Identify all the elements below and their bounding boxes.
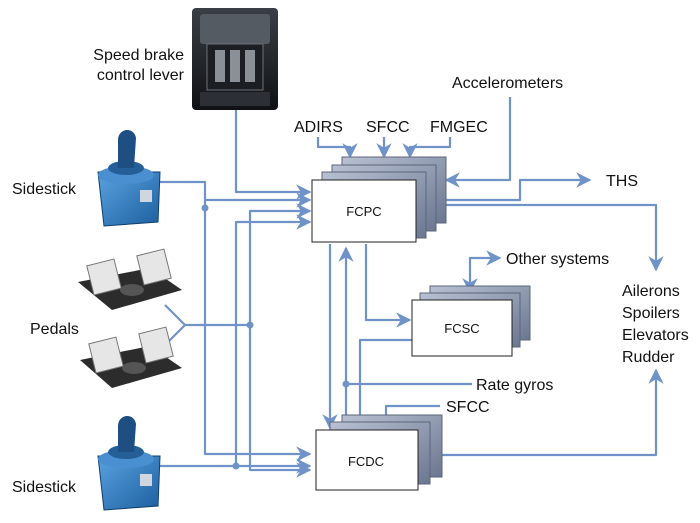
rudder-label: Rudder xyxy=(622,349,675,366)
pedals-branch xyxy=(248,325,312,478)
other-systems-label: Other systems xyxy=(506,251,609,268)
fmgec-label: FMGEC xyxy=(430,119,488,136)
pedals-icon xyxy=(78,248,182,388)
adirs-arrow xyxy=(316,137,358,159)
sidestick-bottom-line xyxy=(160,214,312,468)
ailerons-label: Ailerons xyxy=(622,283,680,300)
speed-brake-label-line1: Speed brake xyxy=(93,47,184,64)
fcpc-to-fcsc-line xyxy=(364,244,412,328)
pedals-main-line xyxy=(185,203,312,327)
fcpc-box xyxy=(311,179,417,243)
adirs-label: ADIRS xyxy=(294,119,343,136)
speed-brake-label-line2: control lever xyxy=(97,67,185,84)
pedals-top-conn xyxy=(164,304,186,326)
sidestick-icon xyxy=(97,129,161,227)
fcpc-stack: FCPC xyxy=(311,156,447,243)
sidestick-top-branch xyxy=(203,200,312,462)
fmgec-arrow xyxy=(402,137,452,159)
connection-lines xyxy=(160,97,664,478)
fcsc-box xyxy=(411,299,513,357)
fcpc-label: FCPC xyxy=(346,204,381,219)
elevators-label: Elevators xyxy=(622,327,689,344)
sidestick-top-label: Sidestick xyxy=(12,181,77,198)
sidestick-icon xyxy=(97,415,161,511)
accelerometers-arrow xyxy=(444,97,512,188)
sfcc-bottom-label: SFCC xyxy=(446,399,490,416)
fcsc-to-fcdc-line xyxy=(352,338,412,430)
accelerometers-label: Accelerometers xyxy=(452,75,563,92)
other-systems-arrow xyxy=(462,250,502,294)
fcdc-to-surfaces-line xyxy=(436,368,664,457)
sidestick-bottom-label: Sidestick xyxy=(12,479,77,496)
ths-label: THS xyxy=(606,173,638,190)
junction-dots xyxy=(201,204,350,470)
fcpc-to-surfaces-line xyxy=(436,203,664,272)
rate-gyros-label: Rate gyros xyxy=(476,377,553,394)
sfcc-top-label: SFCC xyxy=(366,119,410,136)
spoilers-label: Spoilers xyxy=(622,305,680,322)
fcsc-stack: FCSC xyxy=(411,285,531,357)
fcdc-label: FCDC xyxy=(348,454,384,469)
speed-brake-lever-icon xyxy=(192,8,278,110)
pedals-label: Pedals xyxy=(30,321,79,338)
fcdc-box xyxy=(315,429,419,491)
speedbrake-to-fcpc-line xyxy=(234,108,312,200)
ths-arrow xyxy=(436,172,592,202)
sidestick-top-line xyxy=(160,180,312,208)
fcdc-stack: FCDC xyxy=(315,414,443,491)
fcsc-label: FCSC xyxy=(444,321,479,336)
